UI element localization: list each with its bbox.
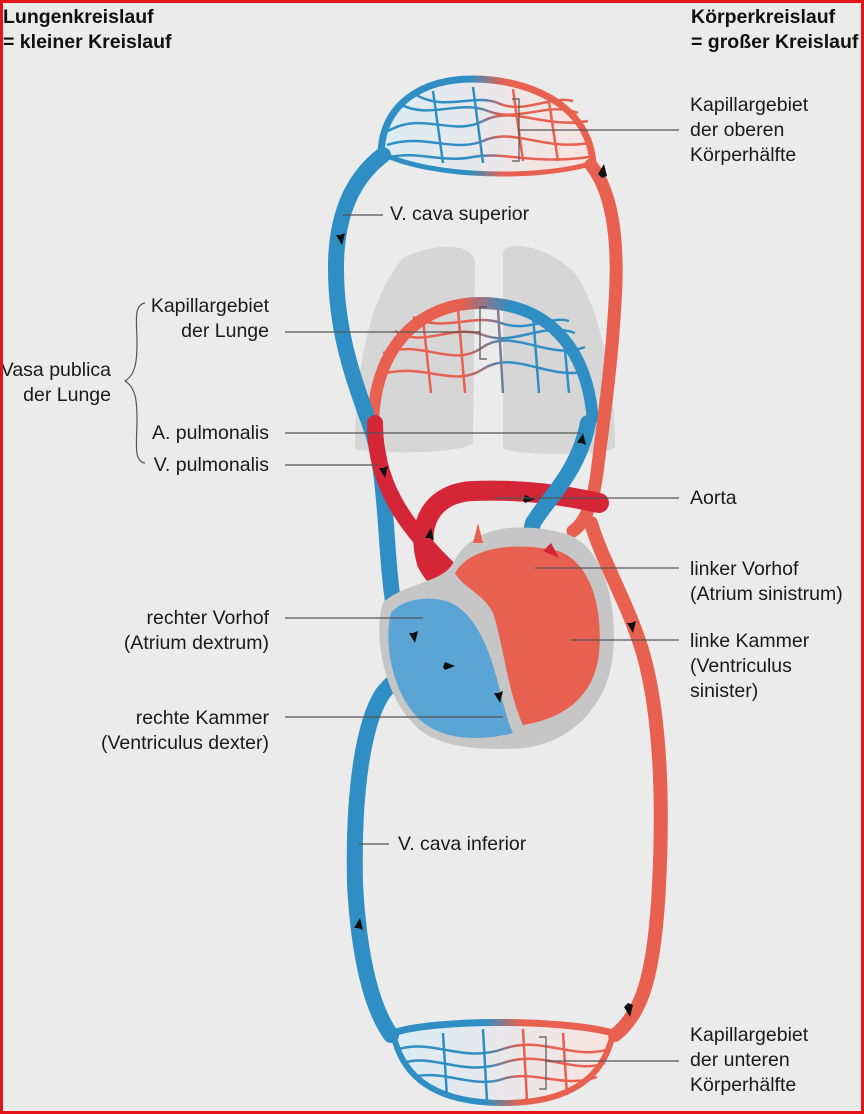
label-line: rechter Vorhof [146, 607, 269, 629]
label-aorta: Aorta [690, 487, 737, 509]
label-line: Kapillargebiet [690, 94, 809, 116]
capillary-bed-upper [377, 75, 597, 177]
header-pulmonary-line-1: Lungenkreislauf [3, 6, 154, 28]
label-line: (Atrium sinistrum) [690, 583, 843, 605]
circulation-diagram [123, 75, 679, 1107]
heart [379, 523, 614, 749]
label-right-ventricle: rechte Kammer (Ventriculus dexter) [101, 706, 269, 756]
label-line: linke Kammer [690, 630, 810, 652]
label-vena-cava-superior: V. cava superior [390, 203, 530, 225]
header-pulmonary-line-2: = kleiner Kreislauf [3, 31, 172, 53]
capillary-bed-lung [367, 296, 599, 424]
label-line: der Lunge [23, 384, 111, 406]
bracket-lung-capillary [479, 306, 487, 360]
label-vasa-publica: Vasa publica der Lunge [0, 358, 111, 408]
label-line: (Ventriculus dexter) [101, 732, 269, 754]
label-line: Vasa publica [0, 359, 111, 381]
label-vena-cava-inferior: V. cava inferior [398, 833, 527, 855]
header-pulmonary-circuit: Lungenkreislauf = kleiner Kreislauf [3, 5, 172, 55]
flow-arrows [336, 164, 636, 1017]
header-systemic-line-2: = großer Kreislauf [691, 31, 859, 53]
label-line: linker Vorhof [690, 558, 799, 580]
label-a-pulmonalis: A. pulmonalis [151, 422, 269, 444]
label-line: der Lunge [181, 320, 269, 342]
label-line: Körperhälfte [690, 1074, 797, 1096]
label-line: (Ventriculus [690, 655, 792, 677]
aorta-descending-vessel [584, 516, 668, 1042]
label-line: der unteren [690, 1049, 790, 1071]
label-line: Körperhälfte [690, 144, 797, 166]
label-capillary-upper-body: Kapillargebiet der oberen Körperhälfte [690, 93, 808, 168]
right-heart [388, 598, 513, 738]
brackets [123, 98, 547, 1090]
label-line: der oberen [690, 119, 785, 141]
label-right-atrium: rechter Vorhof (Atrium dextrum) [124, 606, 269, 656]
label-line: rechte Kammer [135, 707, 269, 729]
capillary-bed-lower [390, 1019, 616, 1107]
label-line: Kapillargebiet [150, 295, 269, 317]
label-line: Kapillargebiet [690, 1024, 809, 1046]
label-line: (Atrium dextrum) [123, 632, 269, 654]
header-systemic-line-1: Körperkreislauf [691, 6, 836, 28]
left-heart [455, 546, 600, 725]
label-left-atrium: linker Vorhof (Atrium sinistrum) [690, 557, 843, 607]
leader-lines [285, 129, 679, 1062]
label-capillary-lung: Kapillargebiet der Lunge [151, 294, 269, 344]
label-v-pulmonalis: V. pulmonalis [153, 454, 269, 476]
label-left-ventricle: linke Kammer (Ventriculus sinister) [690, 629, 809, 704]
header-systemic-circuit: Körperkreislauf = großer Kreislauf [691, 5, 858, 55]
bracket-lower-capillary [539, 1036, 547, 1090]
label-line: sinister) [690, 680, 759, 702]
brace-vasa-publica [123, 302, 146, 464]
label-capillary-lower-body: Kapillargebiet der unteren Körperhälfte [690, 1023, 808, 1098]
